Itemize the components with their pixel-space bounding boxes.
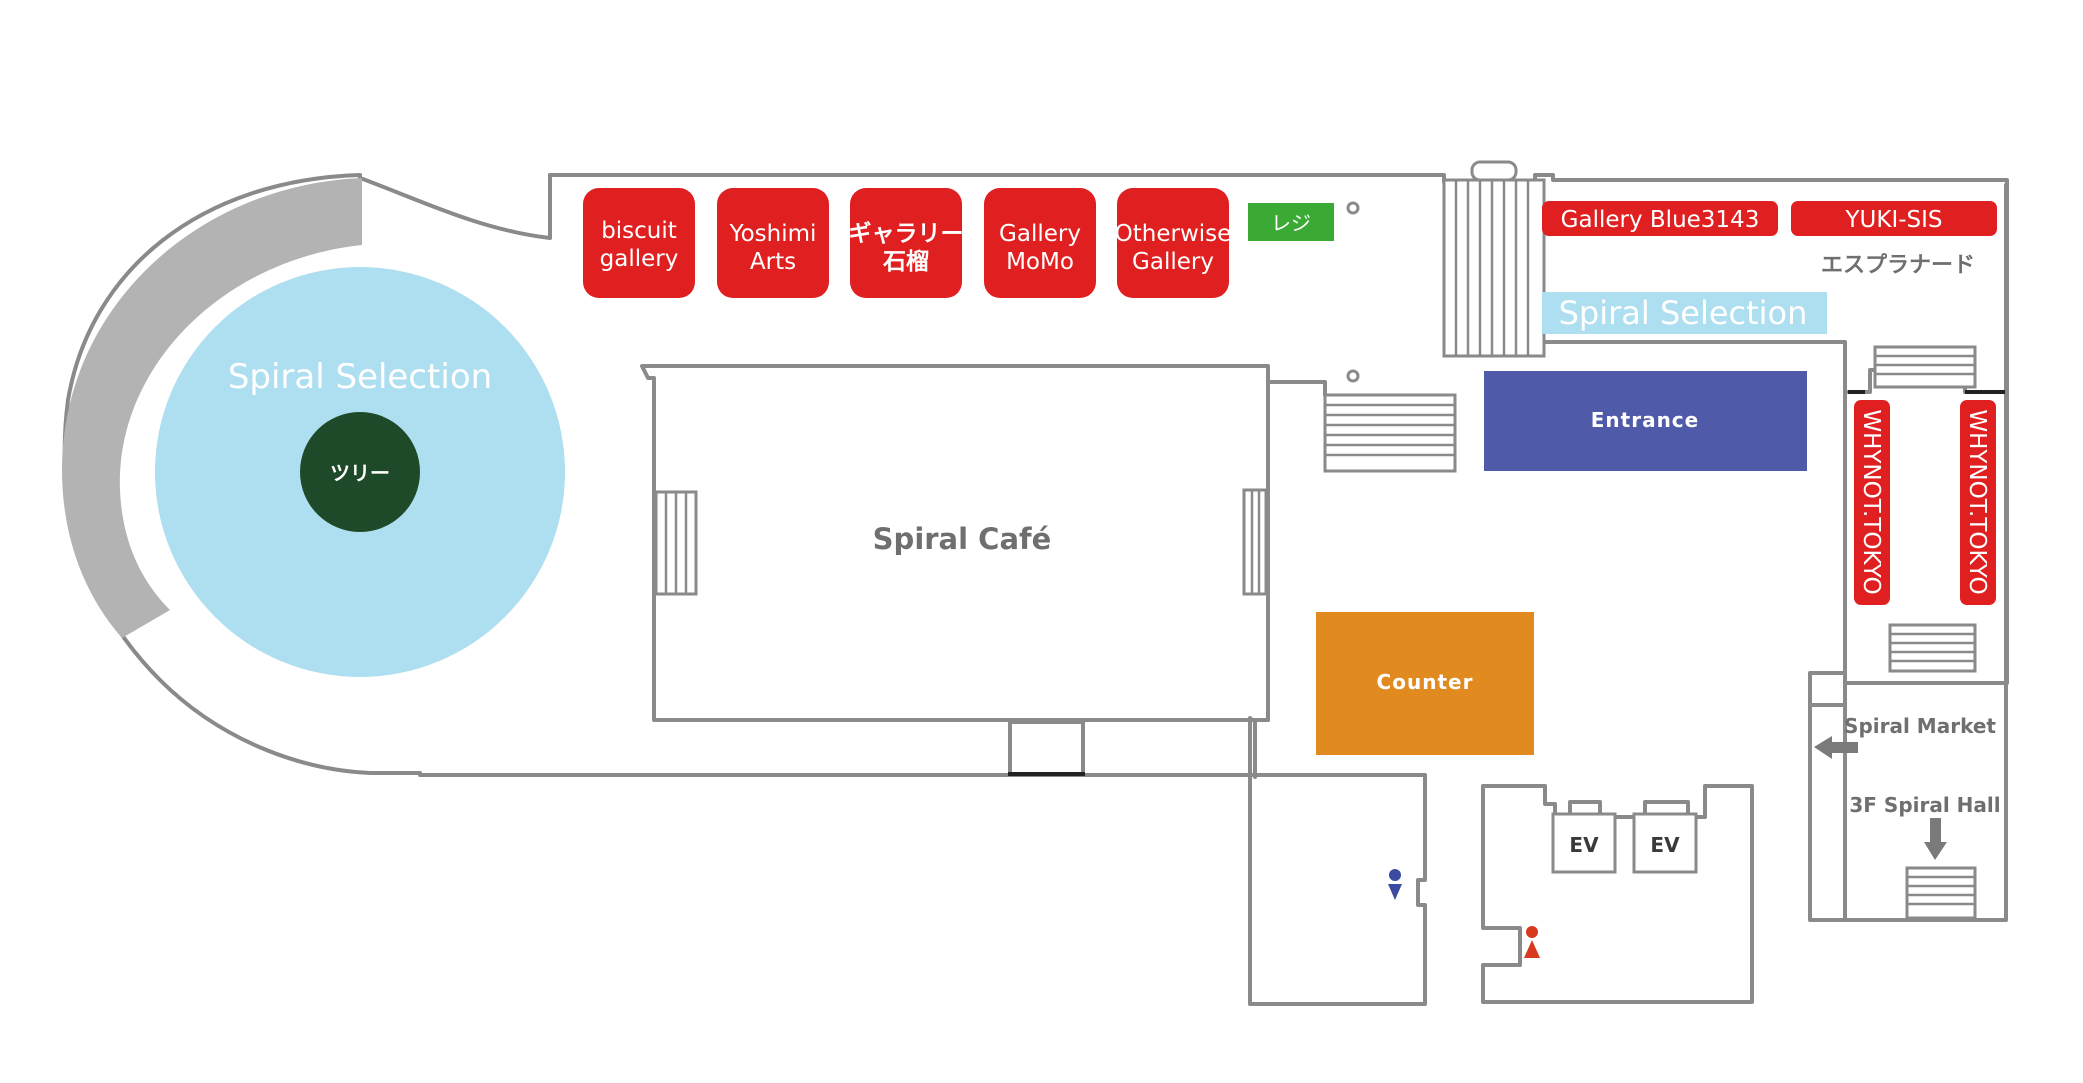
ev-label: EV [1650,833,1680,857]
booth-gallery-momo[interactable]: Gallery MoMo [984,188,1096,298]
booth-yoshimi-arts[interactable]: Yoshimi Arts [717,188,829,298]
esplanade-label: エスプラナード [1821,253,1975,278]
booth-label: WHYNOT.TOKYO [1964,409,1990,594]
cafe-right-steps [1242,488,1268,596]
elevator-2[interactable]: EV [1632,812,1698,874]
ev-label: EV [1569,833,1599,857]
booth-label-line1: ギャラリー [849,221,964,247]
booth-label-line1: biscuit [601,218,677,244]
booth-whynot-tokyo-right[interactable]: WHYNOT.TOKYO [1960,400,1996,605]
tree-marker[interactable] [300,412,420,532]
spiral-selection-strip[interactable]: Spiral Selection [1542,292,1827,334]
spiral-cafe-area[interactable]: Spiral Café [640,364,1270,779]
booth-gallery-zakuro[interactable]: ギャラリー 石榴 [849,188,964,298]
booth-biscuit-gallery[interactable]: biscuit gallery [583,188,695,298]
register-label: レジ [1271,211,1311,235]
entrance-area[interactable]: Entrance [1484,371,1807,471]
booth-label-line1: Otherwise [1115,221,1232,247]
spiral-hall-link[interactable]: 3F Spiral Hall [1849,793,2001,860]
spiral-selection-area[interactable]: Spiral Selection ツリー [62,178,565,677]
cafe-label: Spiral Café [873,522,1052,556]
booth-label-line2: MoMo [1006,249,1074,275]
tree-label: ツリー [330,461,390,485]
stairs-center-top [1442,160,1546,358]
booth-label-line2: gallery [600,246,679,272]
spiral-market-label: Spiral Market [1844,714,1996,738]
arrow-left-icon [1814,736,1858,759]
spiral-hall-label: 3F Spiral Hall [1849,793,2000,817]
counter-area[interactable]: Counter [1316,612,1534,755]
booth-label: WHYNOT.TOKYO [1858,409,1884,594]
booth-label-line2: 石榴 [882,249,929,275]
spiral-market-link[interactable]: Spiral Market [1814,714,1996,759]
stairs-bottom-right [1905,866,1977,920]
booth-gallery-blue3143[interactable]: Gallery Blue3143 [1542,201,1778,236]
booth-otherwise-gallery[interactable]: Otherwise Gallery [1115,188,1232,298]
stairs-right-upper [1873,345,1977,389]
booth-label: Gallery Blue3143 [1561,207,1760,233]
counter-label: Counter [1377,670,1474,694]
elevator-1[interactable]: EV [1551,812,1617,874]
female-restroom-icon[interactable] [1524,926,1540,958]
booth-label-line1: Yoshimi [729,221,817,247]
booth-label-line1: Gallery [999,221,1081,247]
cafe-left-steps [654,490,698,596]
ring-wall-shape [62,178,362,638]
male-restroom-icon[interactable] [1388,869,1402,900]
spiral-selection-main-label: Spiral Selection [228,357,492,397]
stairs-cafe-right [1323,393,1457,473]
spiral-selection-small-label: Spiral Selection [1559,294,1808,332]
stairs-right-middle [1888,623,1977,673]
register-booth[interactable]: レジ [1248,203,1334,241]
booth-yuki-sis[interactable]: YUKI-SIS [1791,201,1997,236]
booth-label: YUKI-SIS [1844,207,1942,233]
booth-label-line2: Arts [750,249,796,275]
entrance-label: Entrance [1591,408,1699,432]
pillar-marker [1346,201,1360,215]
booth-label-line2: Gallery [1132,249,1214,275]
booth-whynot-tokyo-left[interactable]: WHYNOT.TOKYO [1854,400,1890,605]
arrow-down-icon [1924,818,1947,860]
pillar-marker [1346,369,1360,383]
